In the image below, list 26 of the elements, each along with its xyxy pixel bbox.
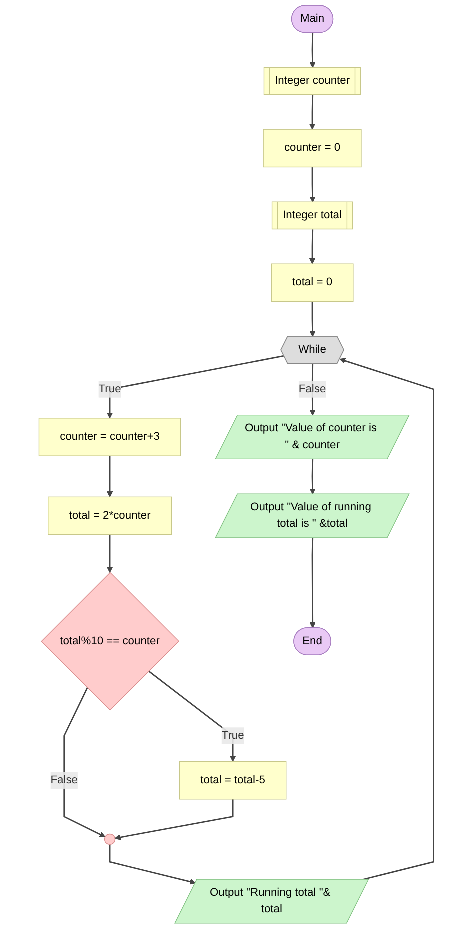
node-circle — [104, 834, 116, 846]
arrow — [309, 95, 316, 130]
arrow — [309, 230, 316, 264]
arrow — [310, 302, 316, 338]
arrow — [310, 167, 316, 203]
node-box: total = 0 — [271, 264, 354, 302]
edge-label: False — [50, 774, 78, 786]
node-box: counter = counter+3 — [38, 418, 182, 456]
arrow — [106, 456, 114, 498]
edge-label: True — [222, 730, 244, 742]
edge-label: True — [98, 383, 122, 396]
node-box: total = total-5 — [179, 761, 287, 800]
arrow — [310, 460, 316, 495]
arrow — [310, 33, 316, 68]
node-box: total = 2*counter — [48, 496, 172, 536]
edge-label: False — [298, 383, 326, 396]
arrow — [106, 534, 114, 574]
node-diamond: total%10 == counter — [41, 572, 180, 711]
arrow — [340, 358, 434, 881]
arrow — [114, 799, 234, 841]
arrow — [310, 538, 316, 629]
arrow — [106, 355, 284, 419]
node-box: counter = 0 — [263, 129, 362, 168]
arrow — [64, 688, 106, 838]
arrow — [148, 670, 236, 762]
arrow — [109, 844, 196, 885]
